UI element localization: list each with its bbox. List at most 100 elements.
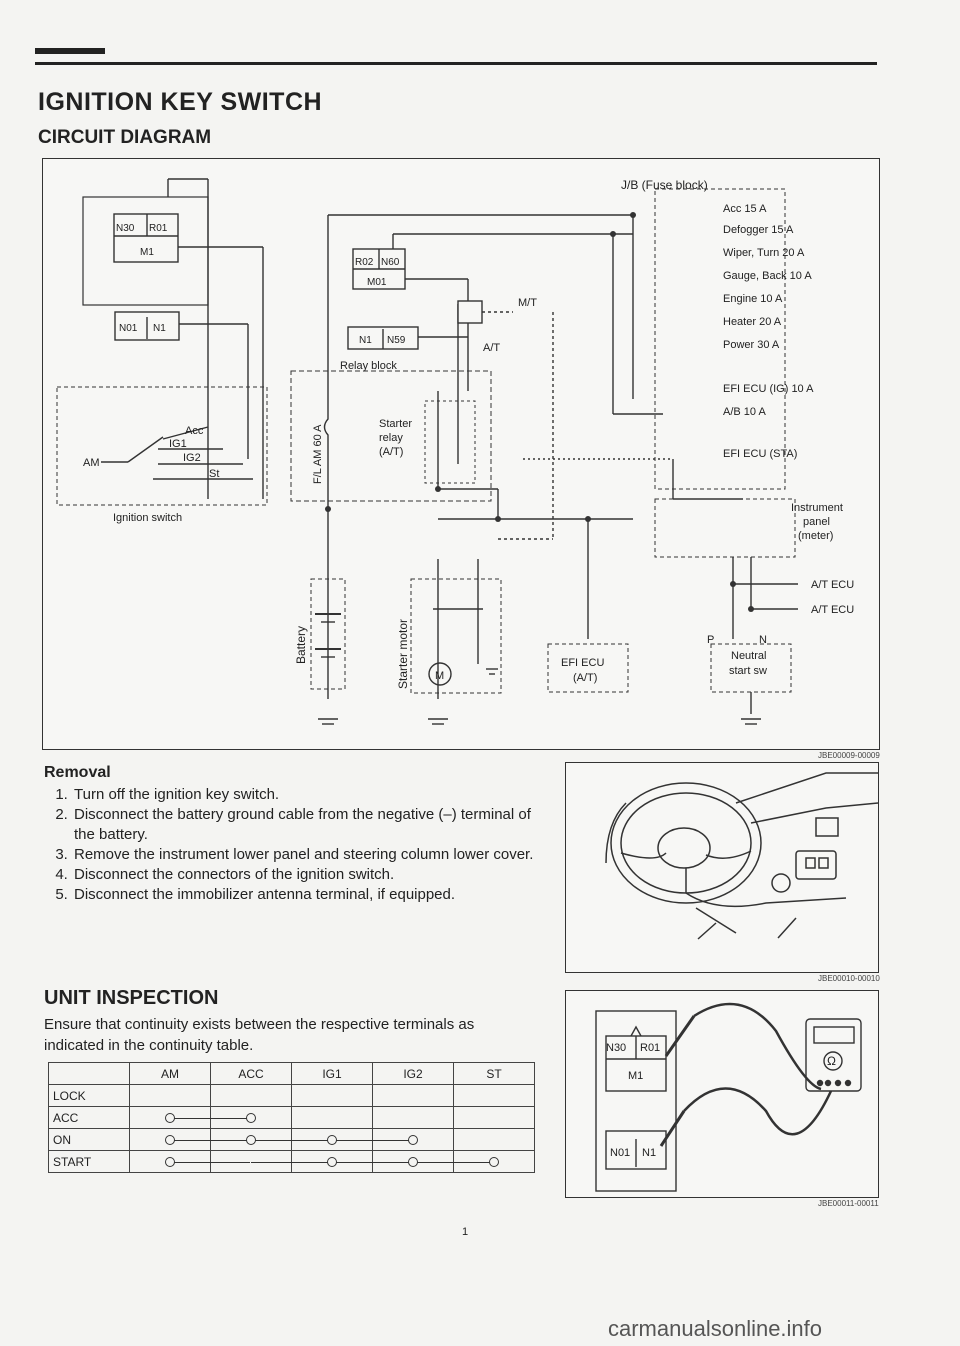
pn-label: N (759, 634, 767, 646)
continuity-cell (210, 1106, 292, 1129)
continuity-cell (210, 1084, 292, 1107)
connector-pin: N01 (119, 323, 138, 334)
continuity-cell (129, 1128, 250, 1151)
switch-terminal-label: St (209, 468, 219, 480)
continuity-terminal (489, 1156, 499, 1167)
continuity-column-header: ACC (210, 1062, 292, 1085)
efi-ecu-label: EFI ECU (561, 657, 604, 669)
switch-terminal-label: AM (83, 457, 100, 469)
continuity-cell (453, 1150, 535, 1173)
continuity-cell (291, 1084, 373, 1107)
removal-heading: Removal (44, 764, 111, 781)
continuity-cell (129, 1084, 211, 1107)
ohmmeter-test-illustration: N30 R01 M1 N01 N1 Ω (565, 990, 879, 1198)
continuity-terminal (408, 1156, 418, 1167)
continuity-row: ON (48, 1128, 535, 1151)
removal-step: Disconnect the immobilizer antenna termi… (72, 885, 534, 905)
continuity-cell (129, 1106, 250, 1129)
connector-pin: R02 (355, 257, 374, 268)
continuity-row: START (48, 1150, 535, 1173)
circuit-junctions (325, 212, 754, 612)
continuity-row-label: START (48, 1150, 130, 1173)
continuity-terminal (408, 1134, 418, 1145)
fuse-label: EFI ECU (STA) (723, 448, 797, 460)
fuse-block-label: J/B (Fuse block) (621, 178, 708, 192)
figure-code: JBE00009-00009 (818, 751, 880, 760)
motor-symbol: M (435, 670, 444, 682)
fuse-label: Engine 10 A (723, 293, 783, 305)
connector-pin: M1 (628, 1070, 643, 1082)
continuity-terminal (246, 1112, 256, 1123)
continuity-terminal (327, 1134, 337, 1145)
connector-pin: M01 (367, 277, 387, 288)
connector-pin: N1 (153, 323, 166, 334)
battery-label: Battery (294, 626, 308, 664)
continuity-terminal (327, 1156, 337, 1167)
connector-pin: N30 (116, 223, 135, 234)
mt-label: M/T (518, 297, 537, 309)
continuity-terminal (165, 1112, 175, 1123)
connector-pin: M1 (140, 247, 154, 258)
switch-terminal-label: IG2 (183, 452, 201, 464)
continuity-column-header: IG2 (372, 1062, 454, 1085)
instrument-label: panel (803, 516, 830, 528)
fuse-label: Defogger 15 A (723, 224, 794, 236)
starter-relay-label: Starter (379, 418, 412, 430)
continuity-cell (453, 1106, 535, 1129)
connector-pin: R01 (640, 1042, 660, 1054)
continuity-terminal (165, 1156, 175, 1167)
unit-inspection-text: Ensure that continuity exists between th… (44, 1016, 475, 1054)
ignition-switch-label: Ignition switch (113, 512, 182, 524)
fuse-label: Acc 15 A (723, 203, 767, 215)
connector-pin: R01 (149, 223, 168, 234)
switch-terminal-label: IG1 (169, 438, 187, 450)
continuity-cell (291, 1150, 412, 1173)
continuity-row-label: LOCK (48, 1084, 130, 1107)
fuse-label: Power 30 A (723, 339, 780, 351)
starter-relay-label: relay (379, 432, 403, 444)
continuity-terminal (246, 1134, 256, 1145)
instrument-label: Instrument (791, 502, 843, 514)
efi-ecu-label: (A/T) (573, 672, 597, 684)
switch-terminal-label: Acc (185, 425, 204, 437)
continuity-column-header: IG1 (291, 1062, 373, 1085)
continuity-cell (129, 1150, 250, 1173)
connector-pin: N59 (387, 335, 406, 346)
continuity-row-label: ACC (48, 1106, 130, 1129)
relay-block-label: Relay block (340, 360, 397, 372)
at-label: A/T (483, 342, 500, 354)
continuity-cell (372, 1084, 454, 1107)
continuity-cell (372, 1150, 493, 1173)
fuse-label: EFI ECU (IG) 10 A (723, 383, 814, 395)
unit-inspection-heading: UNIT INSPECTION (44, 987, 219, 1009)
neutral-label: start sw (729, 665, 767, 677)
page-title: IGNITION KEY SWITCH (38, 88, 323, 116)
continuity-column-header: ST (453, 1062, 535, 1085)
continuity-terminal (165, 1134, 175, 1145)
connector-pin: N1 (359, 335, 372, 346)
header-rule-stub (35, 48, 105, 54)
connector-pin: N30 (606, 1042, 626, 1054)
figure-code: JBE00010-00010 (818, 974, 880, 983)
instrument-label: (meter) (798, 530, 833, 542)
at-ecu-label: A/T ECU (811, 604, 854, 616)
continuity-corner (48, 1062, 130, 1085)
continuity-cell (210, 1128, 331, 1151)
connector-pin: N1 (642, 1147, 656, 1159)
continuity-row: ACC (48, 1106, 535, 1129)
removal-step: Turn off the ignition key switch. (72, 785, 534, 805)
connector-pin: N01 (610, 1147, 630, 1159)
continuity-cell (372, 1128, 454, 1151)
removal-steps: Turn off the ignition key switch. Discon… (44, 785, 534, 905)
removal-section: Removal Turn off the ignition key switch… (44, 764, 534, 905)
circuit-diagram: J/B (Fuse block) Acc 15 A Defogger 15 A … (42, 158, 880, 750)
fusible-link-label: F/L AM 60 A (312, 424, 324, 484)
unit-inspection-section: UNIT INSPECTION Ensure that continuity e… (44, 987, 544, 1056)
ohm-symbol: Ω (827, 1054, 836, 1068)
starter-relay-label: (A/T) (379, 446, 403, 458)
fuse-label: A/B 10 A (723, 406, 766, 418)
figure-code: JBE00011-00011 (818, 1199, 879, 1208)
pn-label: P (707, 634, 714, 646)
continuity-cell (291, 1128, 412, 1151)
